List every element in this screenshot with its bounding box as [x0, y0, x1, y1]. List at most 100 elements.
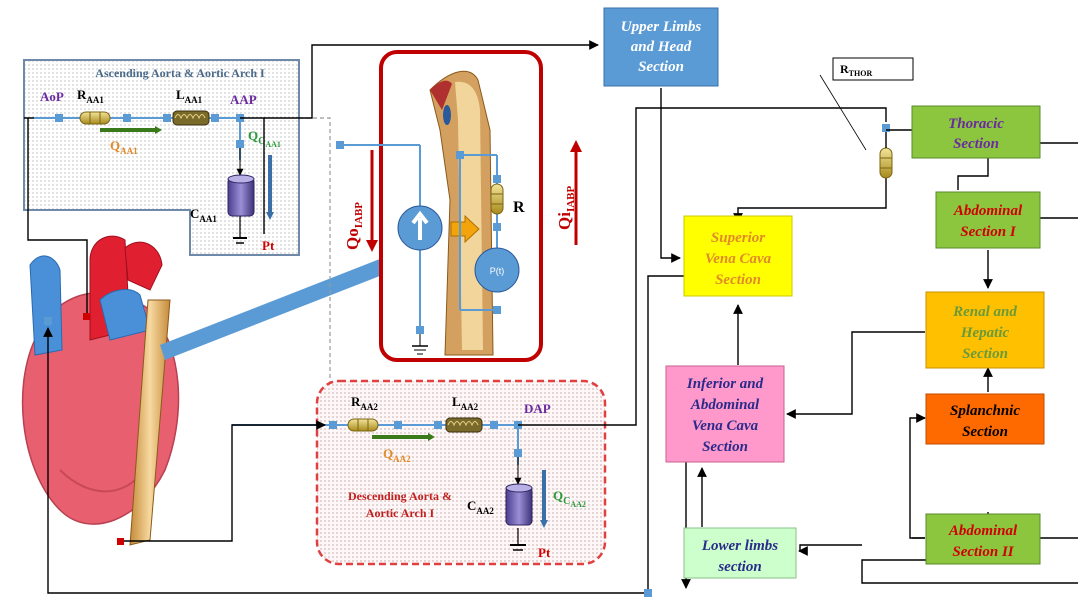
box-superior-vena-cava[interactable]: Superior Vena Cava Section: [683, 215, 793, 297]
descending-aorta-panel: RAA2 LAA2 DAP QAA2 QCAA2 CAA2 Pt Descend…: [232, 379, 607, 566]
label-r-aa1: R: [77, 87, 87, 102]
label-dap: DAP: [524, 401, 551, 416]
svg-text:QAA1: QAA1: [110, 138, 138, 156]
upper-limbs-line-1: Upper Limbs: [621, 19, 702, 35]
label-qc-aa1-sub: AA1: [265, 140, 281, 149]
inferior-vc-line-4: Section: [702, 439, 748, 455]
label-l-aa1: L: [176, 87, 185, 102]
renal-hepatic-line-3: Section: [962, 346, 1008, 362]
inferior-vc-line-2: Abdominal: [690, 397, 760, 413]
lower-limbs-line-2: section: [717, 559, 761, 575]
renal-hepatic-line-1: Renal and: [952, 304, 1017, 320]
flow-direction-arrow-icon: [450, 214, 480, 244]
ascending-title: Ascending Aorta & Aortic Arch I: [95, 66, 265, 80]
splanchnic-line-1: Splanchnic: [950, 403, 1020, 419]
resistor-aa1-icon: [79, 111, 111, 125]
label-pt-source: P(t): [490, 266, 505, 276]
label-qc-aa1: Q: [248, 128, 258, 143]
box-abdominal-1[interactable]: Abdominal Section I: [935, 191, 1041, 249]
svg-text:QCAA1: QCAA1: [248, 128, 281, 149]
superior-vc-line-3: Section: [715, 272, 761, 288]
label-q-aa1-sub: AA1: [120, 146, 138, 156]
box-thoracic[interactable]: Thoracic Section: [911, 105, 1041, 159]
descending-title-1: Descending Aorta &: [348, 489, 452, 503]
svg-text:RTHOR: RTHOR: [840, 62, 872, 78]
superior-vc-line-1: Superior: [711, 230, 765, 246]
resistor-aa2-icon: [347, 418, 379, 432]
upper-limbs-line-3: Section: [638, 59, 684, 75]
label-pt-aa1: Pt: [262, 238, 275, 253]
svg-text:RAA1: RAA1: [77, 87, 104, 105]
svg-text:QiIABP: QiIABP: [555, 185, 577, 230]
svg-text:QCAA2: QCAA2: [553, 488, 586, 509]
thoracic-line-1: Thoracic: [948, 116, 1004, 132]
label-qo-iabp-sub: IABP: [353, 202, 365, 229]
thoracic-line-2: Section: [953, 136, 999, 152]
abdominal-1-line-2: Section I: [960, 224, 1017, 240]
inductor-aa1-icon: [172, 110, 210, 126]
splanchnic-line-2: Section: [962, 424, 1008, 440]
label-c-aa1-sub: AA1: [199, 214, 217, 224]
inductor-aa2-icon: [445, 417, 483, 433]
label-q-aa2: Q: [383, 446, 393, 461]
label-q-aa2-sub: AA2: [393, 454, 411, 464]
inferior-vc-line-1: Inferior and: [686, 376, 764, 392]
label-r-aa1-sub: AA1: [86, 95, 104, 105]
catheter-icon: [129, 299, 171, 546]
label-r-thor-sub: THOR: [849, 69, 873, 78]
r-thor-callout: [832, 57, 914, 81]
renal-hepatic-line-2: Hepatic: [960, 325, 1010, 341]
svg-text:LAA1: LAA1: [176, 87, 203, 105]
label-r-aa2-sub: AA2: [360, 402, 378, 412]
node-aop: [55, 114, 63, 122]
pressure-source-icon: [474, 247, 520, 293]
abdominal-2-line-1: Abdominal: [948, 523, 1018, 539]
abdominal-1-line-1: Abdominal: [953, 203, 1023, 219]
label-aap: AAP: [230, 92, 257, 107]
ascending-aorta-panel: Ascending Aorta & Aortic Arch I: [23, 59, 300, 256]
label-q-aa1: Q: [110, 138, 120, 153]
label-aop: AoP: [40, 89, 64, 104]
svg-text:LAA2: LAA2: [452, 394, 479, 412]
descending-title-2: Aortic Arch I: [366, 506, 435, 520]
label-l-aa2: L: [452, 394, 461, 409]
label-qi-iabp: Qi: [555, 212, 574, 230]
iabp-inset-panel: R P(t): [336, 50, 543, 362]
label-qo-iabp: Qo: [343, 228, 362, 250]
box-splanchnic[interactable]: Splanchnic Section: [925, 393, 1045, 445]
superior-vc-line-2: Vena Cava: [705, 251, 772, 267]
label-qi-iabp-sub: IABP: [565, 185, 577, 212]
box-upper-limbs-head[interactable]: Upper Limbs and Head Section: [603, 7, 719, 87]
label-l-aa2-sub: AA2: [461, 402, 479, 412]
capacitor-aa2-icon: [505, 457, 533, 526]
box-abdominal-2[interactable]: Abdominal Section II: [925, 513, 1041, 565]
label-r-aa2: R: [351, 394, 361, 409]
box-inferior-vena-cava[interactable]: Inferior and Abdominal Vena Cava Section: [665, 365, 785, 463]
label-c-aa2-sub: AA2: [476, 506, 494, 516]
inferior-vc-line-3: Vena Cava: [692, 418, 759, 434]
label-c-aa1: C: [190, 206, 199, 221]
label-r-thor: R: [840, 62, 849, 76]
abdominal-2-line-2: Section II: [952, 544, 1014, 560]
resistor-thor-icon: [819, 74, 912, 179]
label-pt-aa2: Pt: [538, 545, 551, 560]
zoom-arrow-icon: [160, 255, 395, 360]
label-qc-aa1-c: C: [258, 136, 265, 147]
svg-text:QoIABP: QoIABP: [343, 202, 365, 250]
box-lower-limbs[interactable]: Lower limbs section: [683, 527, 797, 579]
label-qc-aa2-c: C: [563, 496, 570, 507]
upper-limbs-line-2: and Head: [631, 39, 692, 55]
label-iabp-r: R: [513, 199, 525, 216]
label-qc-aa2: Q: [553, 488, 563, 503]
svg-text:CAA1: CAA1: [190, 206, 217, 224]
box-renal-hepatic[interactable]: Renal and Hepatic Section: [925, 291, 1045, 369]
label-c-aa2: C: [467, 498, 476, 513]
svg-text:RAA2: RAA2: [351, 394, 378, 412]
lower-limbs-line-1: Lower limbs: [701, 538, 778, 554]
svg-text:CAA2: CAA2: [467, 498, 494, 516]
capacitor-aa1-icon: [227, 148, 255, 217]
label-qc-aa2-sub: AA2: [570, 500, 586, 509]
svg-text:QAA2: QAA2: [383, 446, 411, 464]
resistor-iabp-icon: [490, 183, 504, 215]
